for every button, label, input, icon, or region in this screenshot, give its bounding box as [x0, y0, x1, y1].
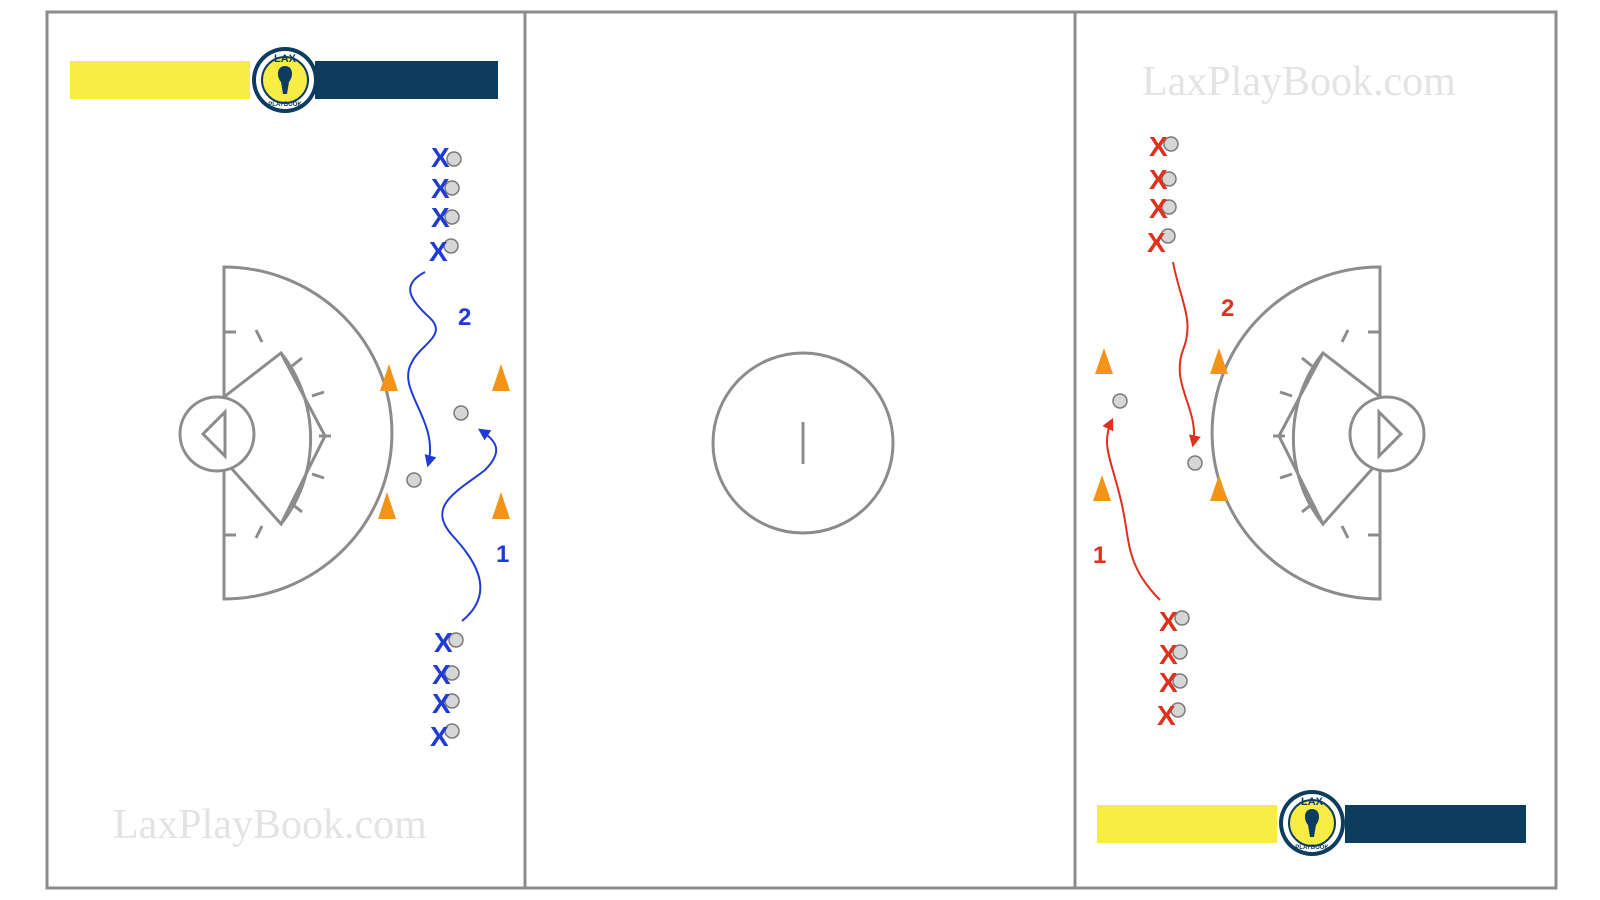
player-x: X — [1159, 639, 1178, 670]
player-x: X — [432, 659, 451, 690]
player-x: X — [431, 202, 450, 233]
left-bottom-line: X X X X — [430, 627, 464, 752]
right-hash-7 — [1279, 390, 1293, 398]
path-2-red — [1172, 261, 1201, 448]
ball — [1174, 610, 1190, 626]
path-2-blue — [407, 271, 437, 468]
field-lines — [45, 10, 1558, 890]
left-hash-arc — [279, 352, 313, 525]
ball — [1161, 199, 1177, 215]
ball — [1170, 702, 1186, 718]
player-x: X — [1149, 164, 1168, 195]
right-hash-3 — [1340, 329, 1350, 343]
path-label-1: 1 — [496, 541, 509, 568]
left-hash-3 — [254, 329, 264, 343]
player-x: X — [1159, 667, 1178, 698]
ball — [1163, 136, 1179, 152]
path-label-2: 2 — [458, 304, 471, 331]
right-hash-arc — [1291, 352, 1325, 525]
brand-bar-bottom-right: LAX PLAYBOOK — [1097, 790, 1526, 856]
left-goal-triangle — [200, 408, 227, 460]
path-label-2: 2 — [1221, 295, 1234, 322]
logo-top-text: LAX — [274, 53, 297, 65]
player-x: X — [1157, 700, 1176, 731]
brand-bar-top-left: LAX PLAYBOOK — [70, 47, 498, 113]
ground-ball — [1112, 393, 1128, 409]
cone — [380, 364, 398, 391]
player-x: X — [429, 236, 448, 267]
ball — [1172, 644, 1188, 660]
ball — [1172, 673, 1188, 689]
left-hash-7 — [311, 390, 325, 398]
path-1-blue — [441, 428, 498, 622]
brand-bar-yellow — [70, 61, 250, 99]
left-hash-4 — [254, 525, 264, 539]
ball — [443, 238, 459, 254]
watermark-right: LaxPlayBook.com — [1142, 59, 1456, 105]
right-hash-5 — [1301, 356, 1313, 368]
ball — [444, 723, 460, 739]
player-x: X — [431, 142, 450, 173]
cone — [1210, 475, 1228, 501]
brand-bar-navy — [1345, 805, 1526, 843]
center-circle — [711, 351, 895, 535]
ball — [444, 180, 460, 196]
left-hash-5 — [291, 356, 303, 368]
right-hash-8 — [1279, 472, 1293, 480]
player-x: X — [1149, 131, 1168, 162]
right-crease — [1348, 395, 1426, 473]
player-x: X — [1147, 227, 1166, 258]
ground-ball — [406, 472, 422, 488]
cone — [378, 492, 396, 519]
player-x: X — [432, 688, 451, 719]
player-x: X — [434, 627, 453, 658]
lax-playbook-logo: LAX PLAYBOOK — [252, 47, 318, 113]
player-x: X — [431, 173, 450, 204]
left-hash-6 — [291, 502, 303, 514]
cones — [378, 348, 1228, 519]
player-x: X — [1149, 193, 1168, 224]
ball — [444, 693, 460, 709]
ball — [1160, 228, 1176, 244]
left-crease — [178, 395, 256, 473]
cone — [492, 364, 510, 391]
ball — [1161, 171, 1177, 187]
lax-playbook-logo: LAX PLAYBOOK — [1279, 790, 1345, 856]
right-hash-6 — [1301, 502, 1313, 514]
logo-bottom-text: PLAYBOOK — [1295, 845, 1329, 851]
field-boundary — [45, 10, 1558, 890]
ball — [448, 632, 464, 648]
cone — [1210, 348, 1228, 374]
logo-bottom-text: PLAYBOOK — [268, 102, 302, 108]
left-hash-8 — [311, 472, 325, 480]
right-top-line: X X X X — [1147, 131, 1179, 258]
ball — [444, 665, 460, 681]
cone — [492, 492, 510, 519]
ground-ball — [453, 405, 469, 421]
player-x: X — [430, 721, 449, 752]
right-goal-triangle — [1377, 408, 1404, 460]
ball — [446, 151, 462, 167]
brand-bar-navy — [315, 61, 498, 99]
cone — [1093, 475, 1111, 501]
left-top-line: X X X X — [429, 142, 462, 267]
path-1-red — [1102, 417, 1161, 601]
cone — [1095, 348, 1113, 374]
right-restraining-arc — [1210, 265, 1382, 601]
watermark-left: LaxPlayBook.com — [113, 802, 427, 848]
path-label-1: 1 — [1093, 542, 1106, 569]
ball — [444, 209, 460, 225]
brand-bar-yellow — [1097, 805, 1277, 843]
left-restraining-arc — [222, 265, 394, 601]
left-goal-area — [178, 265, 394, 601]
logo-top-text: LAX — [1301, 796, 1324, 808]
ground-ball — [1187, 455, 1203, 471]
player-x: X — [1159, 606, 1178, 637]
right-goal-area — [1210, 265, 1426, 601]
right-hash-4 — [1340, 525, 1350, 539]
right-bottom-line: X X X X — [1157, 606, 1190, 731]
